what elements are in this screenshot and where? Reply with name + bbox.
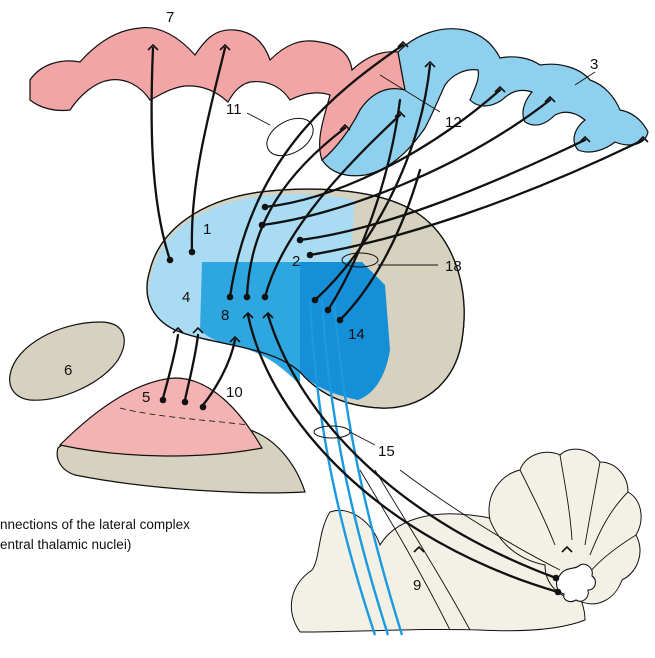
- caption-line-2: entral thalamic nuclei): [0, 537, 131, 552]
- label-14: 14: [348, 326, 365, 343]
- label-3: 3: [590, 56, 598, 73]
- label-8: 8: [221, 307, 229, 324]
- caption-line-1: nnections of the lateral complex: [0, 517, 190, 532]
- label-9: 9: [413, 577, 421, 594]
- label-18: 18: [445, 258, 462, 275]
- label-2: 2: [292, 253, 300, 270]
- label-7: 7: [166, 9, 174, 26]
- label-4: 4: [182, 289, 190, 306]
- bundle-11-ellipse: [260, 111, 319, 164]
- label-1: 1: [203, 221, 211, 238]
- label-6: 6: [64, 362, 72, 379]
- label-11: 11: [226, 101, 242, 118]
- label-5: 5: [142, 389, 150, 406]
- label-12: 12: [445, 114, 462, 131]
- label-15: 15: [378, 443, 395, 460]
- label-10: 10: [226, 384, 243, 401]
